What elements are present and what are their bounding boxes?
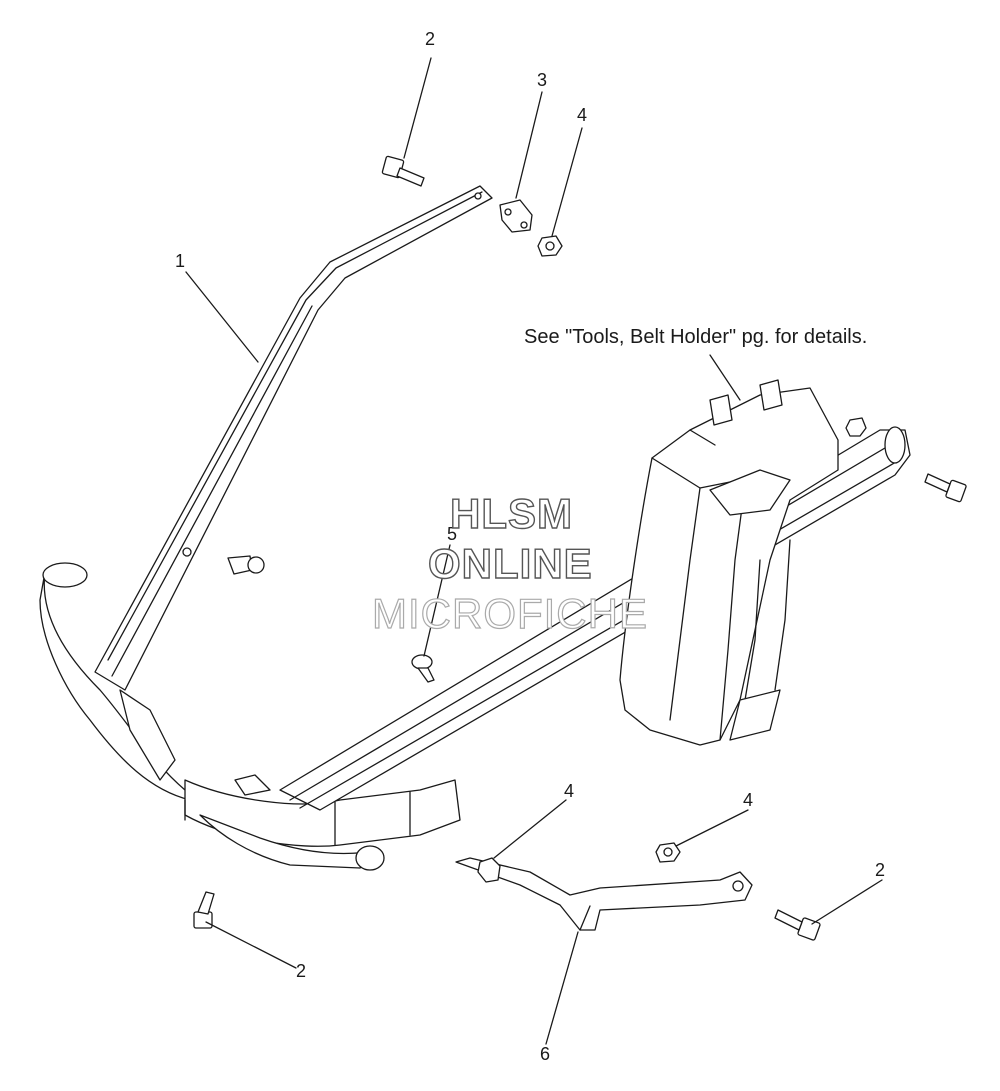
leader-lines	[185, 57, 883, 1045]
callout-1: 1	[175, 251, 186, 271]
part-2-bolt-top	[381, 155, 425, 187]
part-4-nut-top	[537, 235, 563, 257]
part-2-bolt-right	[924, 473, 967, 503]
callout-2-top: 2	[425, 29, 436, 49]
part-6-bracket	[455, 857, 753, 931]
callout-4-top: 4	[577, 105, 588, 125]
watermark-line-1: HLSM	[449, 489, 573, 537]
callout-2-bottom: 2	[296, 961, 307, 981]
callout-6: 6	[540, 1044, 551, 1064]
part-4-nut-belt-holder	[845, 417, 867, 437]
part-5-rivet	[411, 654, 435, 683]
callout-3: 3	[537, 70, 548, 90]
part-4-nut-middle	[477, 857, 501, 883]
belt-holder-assembly	[619, 379, 839, 746]
watermark-line-2: ONLINE	[427, 539, 593, 587]
callout-2-right: 2	[875, 860, 886, 880]
belt-holder-note: See "Tools, Belt Holder" pg. for details…	[524, 326, 868, 348]
part-2-bolt-right-bottom	[774, 909, 821, 941]
part-2-bolt-mid	[227, 555, 265, 575]
part-3-plate	[499, 199, 533, 233]
callout-5: 5	[447, 524, 458, 544]
callout-4-middle: 4	[564, 781, 575, 801]
part-4-nut-right	[655, 842, 681, 863]
callout-4-right: 4	[743, 790, 754, 810]
watermark-line-3: MICROFICHE	[371, 589, 648, 637]
part-2-bolt-left-bottom	[193, 891, 215, 929]
